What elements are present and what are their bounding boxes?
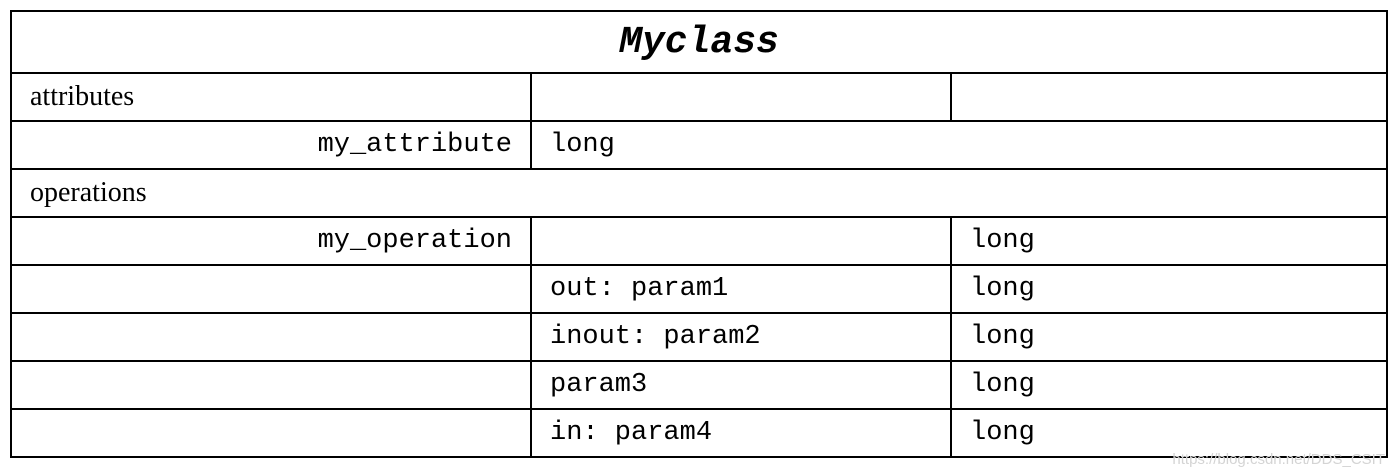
operation-row: my_operation long bbox=[10, 216, 1389, 266]
class-name: Myclass bbox=[9, 10, 1389, 74]
parameter-type: long bbox=[949, 360, 1389, 410]
attributes-section-row: attributes bbox=[10, 72, 1389, 122]
parameter-type: long bbox=[949, 408, 1389, 458]
parameter-type: long bbox=[949, 264, 1389, 314]
operation-empty-cell bbox=[530, 216, 952, 266]
attribute-name: my_attribute bbox=[10, 120, 532, 170]
parameter-empty-cell bbox=[10, 360, 532, 410]
parameter-empty-cell bbox=[10, 408, 532, 458]
operations-section-row: operations bbox=[9, 168, 1389, 218]
watermark-text: https://blog.csdn.net/DDS_CSIT bbox=[1172, 451, 1385, 468]
operation-name: my_operation bbox=[10, 216, 532, 266]
attribute-type: long bbox=[529, 120, 1389, 170]
attributes-section-empty-cell bbox=[530, 72, 952, 122]
operations-section-label: operations bbox=[9, 168, 1389, 218]
parameter-row: inout: param2 long bbox=[10, 312, 1389, 362]
attributes-section-label: attributes bbox=[10, 72, 532, 122]
parameter-row: in: param4 long bbox=[10, 408, 1389, 458]
parameter-label: inout: param2 bbox=[530, 312, 952, 362]
parameter-empty-cell bbox=[10, 312, 532, 362]
parameter-label: param3 bbox=[530, 360, 952, 410]
parameter-empty-cell bbox=[10, 264, 532, 314]
parameter-row: out: param1 long bbox=[10, 264, 1389, 314]
parameter-type: long bbox=[949, 312, 1389, 362]
parameter-label: out: param1 bbox=[530, 264, 952, 314]
operation-return-type: long bbox=[949, 216, 1389, 266]
attributes-section-empty-cell bbox=[949, 72, 1389, 122]
attribute-row: my_attribute long bbox=[10, 120, 1389, 170]
uml-class-table: Myclass attributes my_attribute long ope… bbox=[9, 10, 1389, 458]
parameter-label: in: param4 bbox=[530, 408, 952, 458]
class-header-row: Myclass bbox=[9, 10, 1389, 74]
parameter-row: param3 long bbox=[10, 360, 1389, 410]
